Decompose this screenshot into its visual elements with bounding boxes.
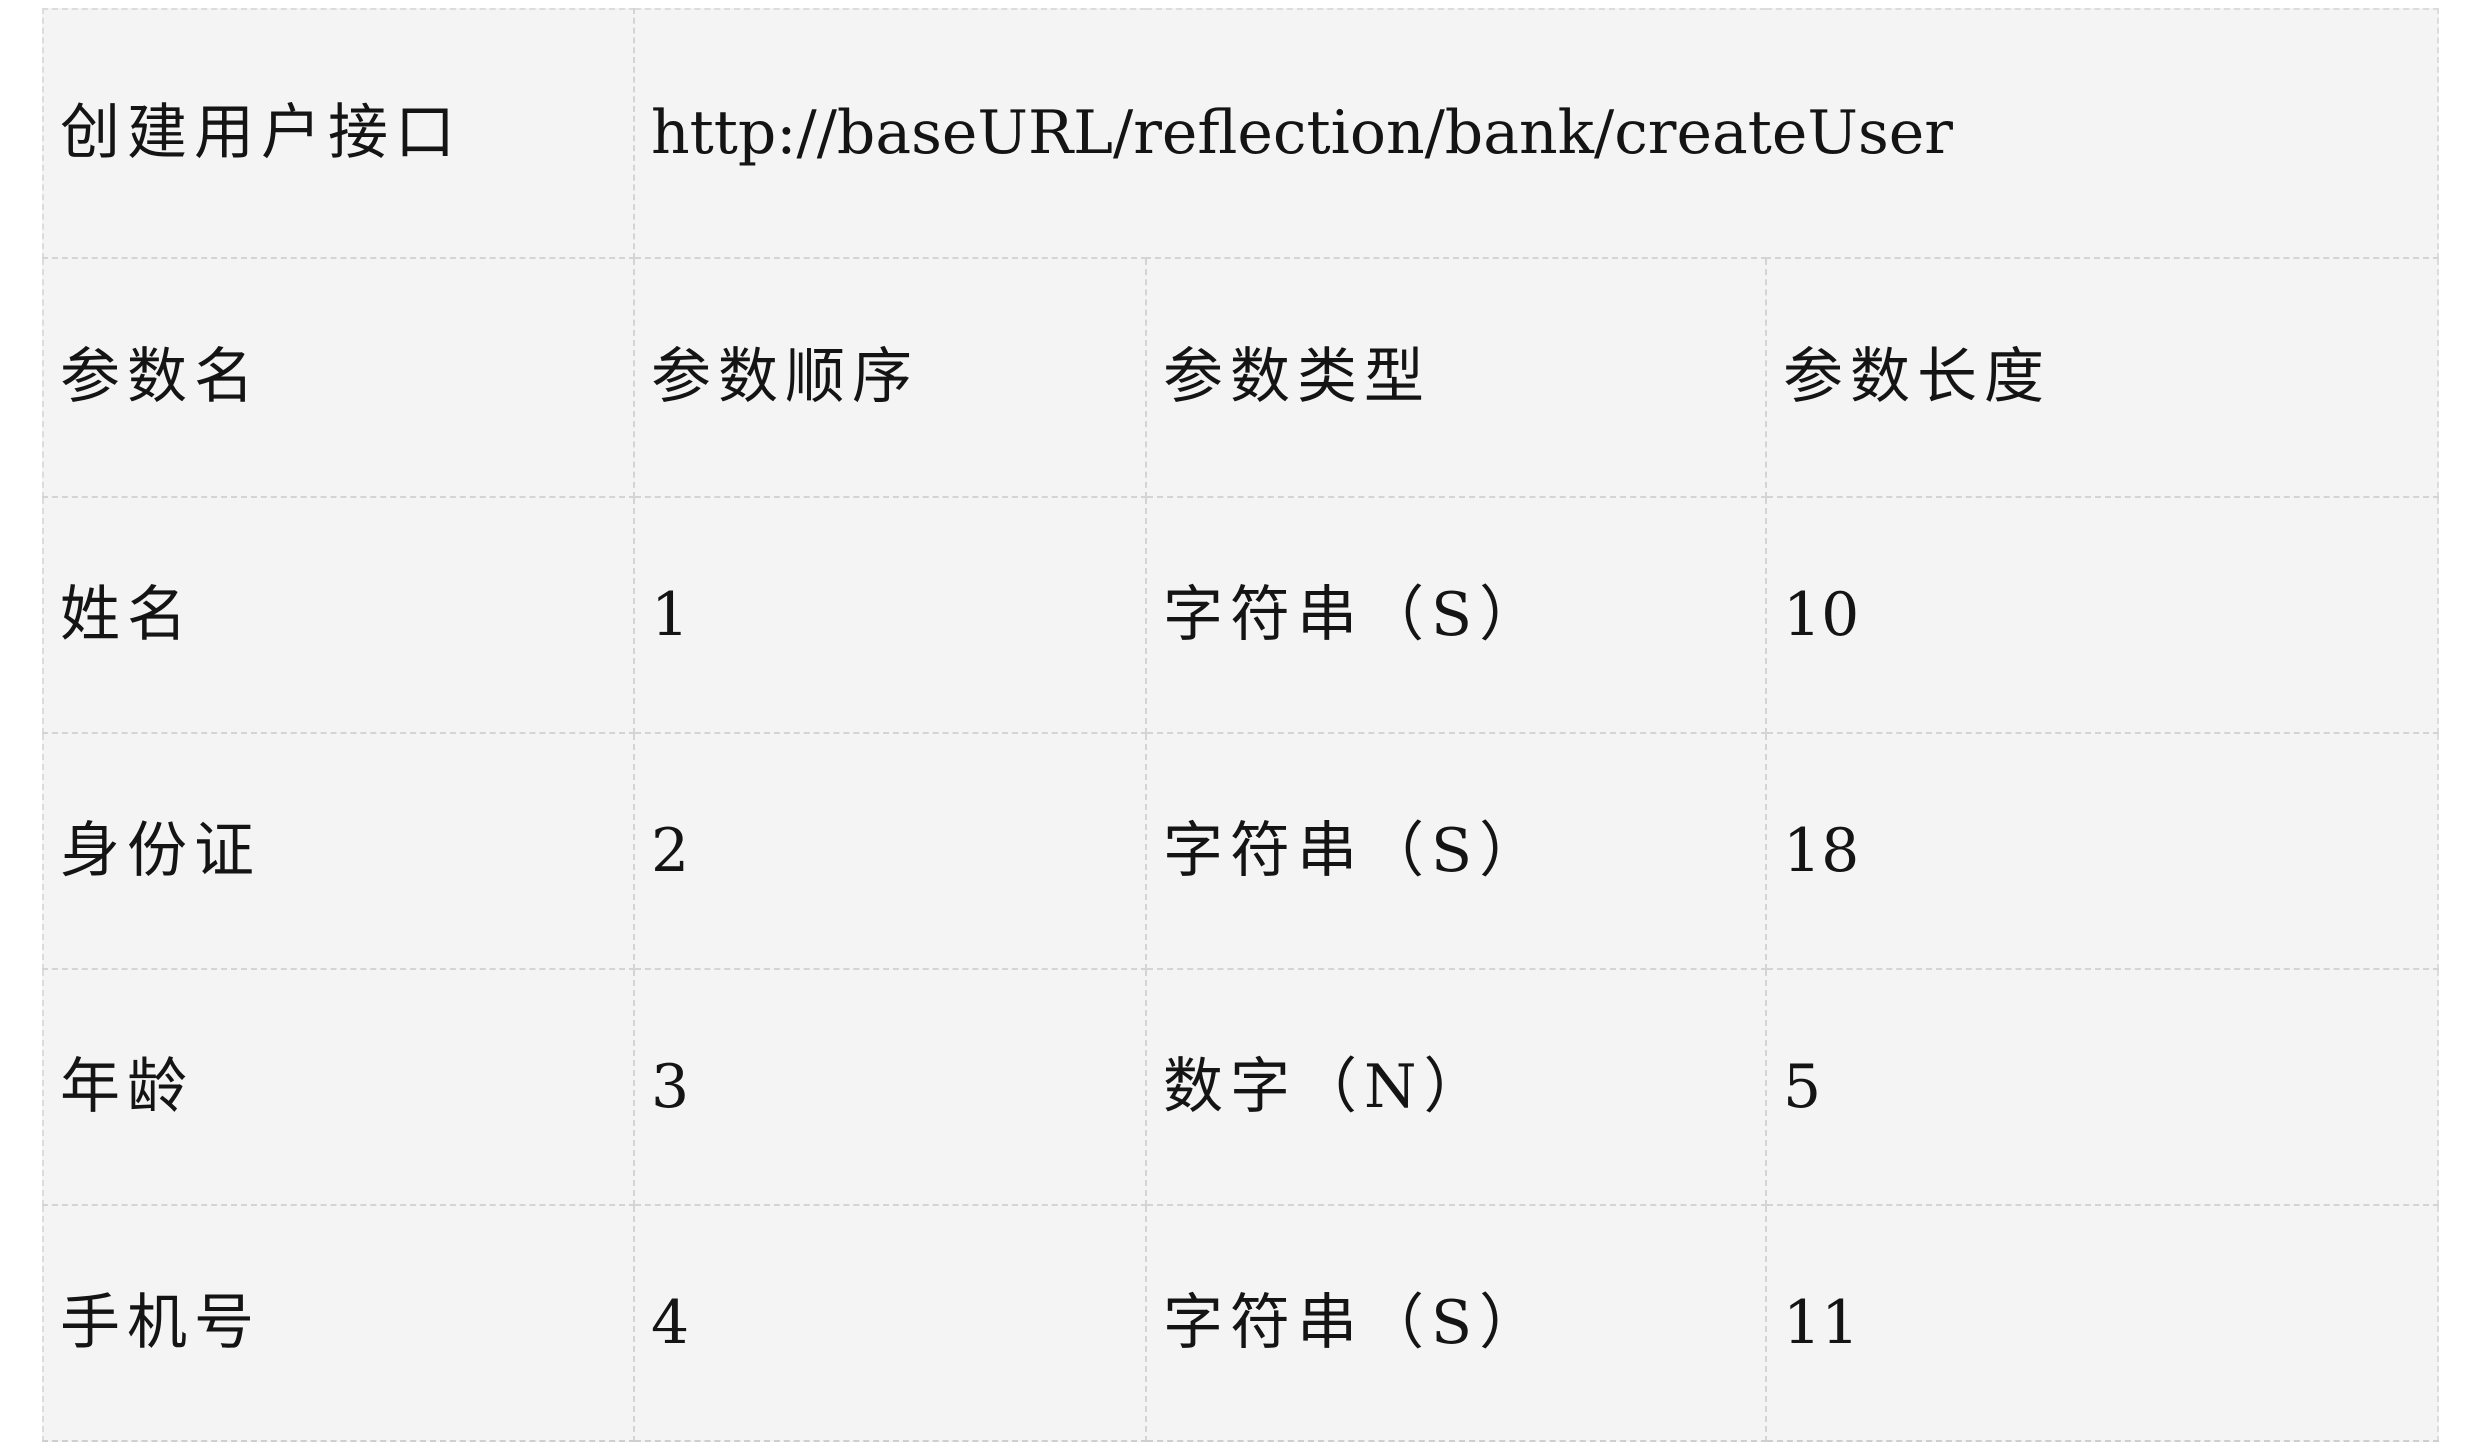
cell-param-type: 数字（N）	[1145, 968, 1767, 1206]
spec-table-panel: 创建用户接口 http://baseURL/reflection/bank/cr…	[42, 8, 2440, 1442]
table-row: 姓名 1 字符串（S） 10	[42, 496, 2440, 734]
endpoint-url-cell: http://baseURL/reflection/bank/createUse…	[632, 8, 2440, 259]
cell-param-type: 字符串（S）	[1145, 496, 1767, 734]
cell-param-order: 1	[633, 496, 1147, 734]
api-parameter-spec-table: 创建用户接口 http://baseURL/reflection/bank/cr…	[42, 8, 2440, 1442]
table-row: 手机号 4 字符串（S） 11	[42, 1204, 2440, 1442]
endpoint-label-cell: 创建用户接口	[42, 8, 635, 259]
cell-param-order: 2	[633, 732, 1147, 970]
cell-param-length: 11	[1764, 1204, 2440, 1442]
cell-param-type: 字符串（S）	[1145, 1204, 1767, 1442]
table-row: 身份证 2 字符串（S） 18	[42, 732, 2440, 970]
cell-param-type: 字符串（S）	[1145, 732, 1767, 970]
cell-param-length: 18	[1764, 732, 2440, 970]
table-row: 年龄 3 数字（N） 5	[42, 968, 2440, 1206]
cell-param-order: 4	[633, 1204, 1147, 1442]
cell-param-name: 手机号	[42, 1204, 635, 1442]
column-header-param-order: 参数顺序	[633, 257, 1147, 498]
table-header-row: 参数名 参数顺序 参数类型 参数长度	[42, 257, 2440, 498]
cell-param-name: 身份证	[42, 732, 635, 970]
column-header-param-name: 参数名	[42, 257, 635, 498]
endpoint-row: 创建用户接口 http://baseURL/reflection/bank/cr…	[42, 8, 2440, 259]
cell-param-length: 10	[1764, 496, 2440, 734]
cell-param-name: 姓名	[42, 496, 635, 734]
column-header-param-type: 参数类型	[1145, 257, 1767, 498]
cell-param-length: 5	[1764, 968, 2440, 1206]
cell-param-name: 年龄	[42, 968, 635, 1206]
cell-param-order: 3	[633, 968, 1147, 1206]
column-header-param-length: 参数长度	[1764, 257, 2440, 498]
